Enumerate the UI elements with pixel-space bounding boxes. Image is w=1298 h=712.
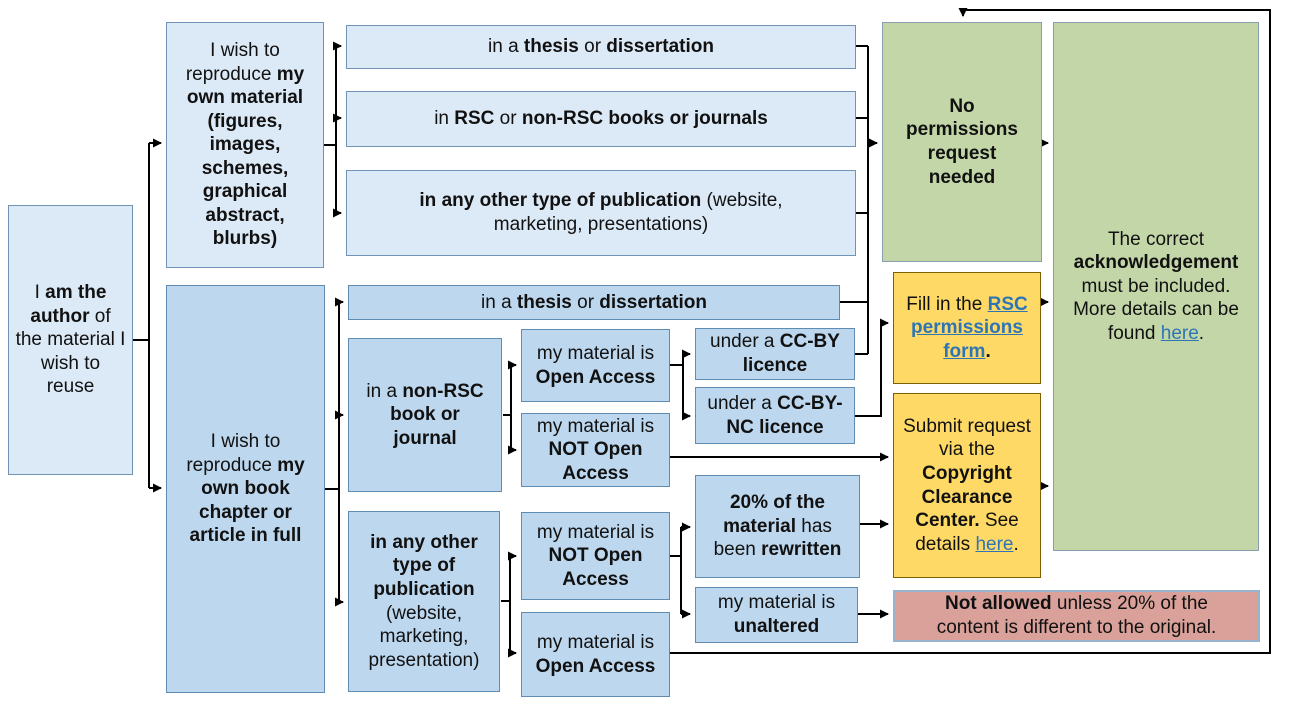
node-label: 20% of the material has been rewritten	[713, 492, 842, 561]
node-not-open-access-lower: my material is NOT Open Access	[521, 512, 670, 600]
node-label: in a non-RSC book or journal	[366, 380, 484, 449]
node-label: under a CC-BY licence	[710, 331, 840, 376]
node-not-open-access-upper: my material is NOT Open Access	[521, 413, 670, 487]
node-label: my material is unaltered	[717, 592, 836, 637]
node-label: Submit request via the Copyright Clearan…	[903, 415, 1031, 555]
node-reproduce-own-material: I wish to reproduce my own material (fig…	[166, 22, 324, 268]
connector-author-to-branches	[133, 138, 162, 493]
node-cc-by-licence: under a CC-BY licence	[695, 328, 855, 380]
connector-top-options-to-no-permissions	[840, 45, 878, 355]
node-copyright-clearance-center: Submit request via the Copyright Clearan…	[893, 393, 1041, 578]
node-thesis-dissertation-bottom: in a thesis or dissertation	[348, 285, 840, 320]
connector-open-access-to-licences	[670, 349, 691, 421]
connector-own-material-to-top-options	[324, 41, 342, 218]
node-cc-by-nc-licence: under a CC-BY-NC licence	[695, 387, 855, 444]
node-label: I wish to reproduce my own book chapter …	[186, 431, 305, 547]
node-label: under a CC-BY-NC licence	[707, 392, 843, 438]
connector-cc-by-nc-to-rsc-form	[855, 318, 889, 417]
node-label: in any other type of publication (websit…	[419, 190, 783, 235]
node-label: my material is NOT Open Access	[536, 521, 655, 590]
rsc-permissions-form-link[interactable]: RSC permissions form	[911, 293, 1028, 362]
node-label: in RSC or non-RSC books or journals	[434, 108, 768, 130]
node-label: The correct acknowledgement must be incl…	[1073, 228, 1239, 344]
connector-non-rsc-to-access-options	[503, 360, 517, 455]
node-any-other-publication-top: in any other type of publication (websit…	[346, 170, 856, 256]
node-label: Not allowed unless 20% of the content is…	[936, 593, 1217, 638]
connector-any-other-to-access-options	[501, 551, 517, 658]
ccc-details-here-link[interactable]: here	[975, 533, 1014, 555]
node-any-other-publication-bottom: in any other type of publication (websit…	[348, 511, 500, 692]
node-thesis-dissertation-top: in a thesis or dissertation	[346, 25, 856, 69]
node-rsc-or-non-rsc-books: in RSC or non-RSC books or journals	[346, 91, 856, 147]
node-rsc-permissions-form: Fill in the RSC permissions form.	[893, 272, 1041, 384]
node-no-permissions-needed: No permissions request needed	[882, 22, 1042, 262]
node-open-access-upper: my material is Open Access	[521, 329, 670, 402]
node-label: Fill in the RSC permissions form.	[906, 293, 1028, 362]
connector-book-chapter-to-options	[325, 297, 344, 607]
node-label: my material is NOT Open Access	[536, 415, 655, 484]
node-20-percent-rewritten: 20% of the material has been rewritten	[695, 475, 860, 578]
node-label: in a thesis or dissertation	[488, 36, 714, 58]
connector-not-open-lower-to-outcomes	[670, 522, 691, 619]
acknowledgement-here-link[interactable]: here	[1160, 322, 1199, 344]
node-acknowledgement-required: The correct acknowledgement must be incl…	[1053, 22, 1259, 551]
node-label: my material is Open Access	[535, 342, 656, 388]
node-i-am-the-author: I am the author of the material I wish t…	[8, 205, 133, 475]
node-non-rsc-book-journal: in a non-RSC book or journal	[348, 338, 502, 492]
node-label: my material is Open Access	[535, 631, 656, 677]
node-material-unaltered: my material is unaltered	[695, 587, 858, 643]
node-label: I wish to reproduce my own material (fig…	[185, 40, 305, 250]
node-open-access-lower: my material is Open Access	[521, 612, 670, 697]
node-not-allowed: Not allowed unless 20% of the content is…	[893, 590, 1260, 642]
node-label: No permissions request needed	[906, 95, 1018, 188]
node-label: in a thesis or dissertation	[481, 291, 707, 313]
connector-open-access-lower-loop	[670, 8, 1271, 654]
node-reproduce-own-chapter: I wish to reproduce my own book chapter …	[166, 285, 325, 693]
node-label: I am the author of the material I wish t…	[15, 282, 126, 398]
node-label: in any other type of publication (websit…	[368, 531, 480, 671]
